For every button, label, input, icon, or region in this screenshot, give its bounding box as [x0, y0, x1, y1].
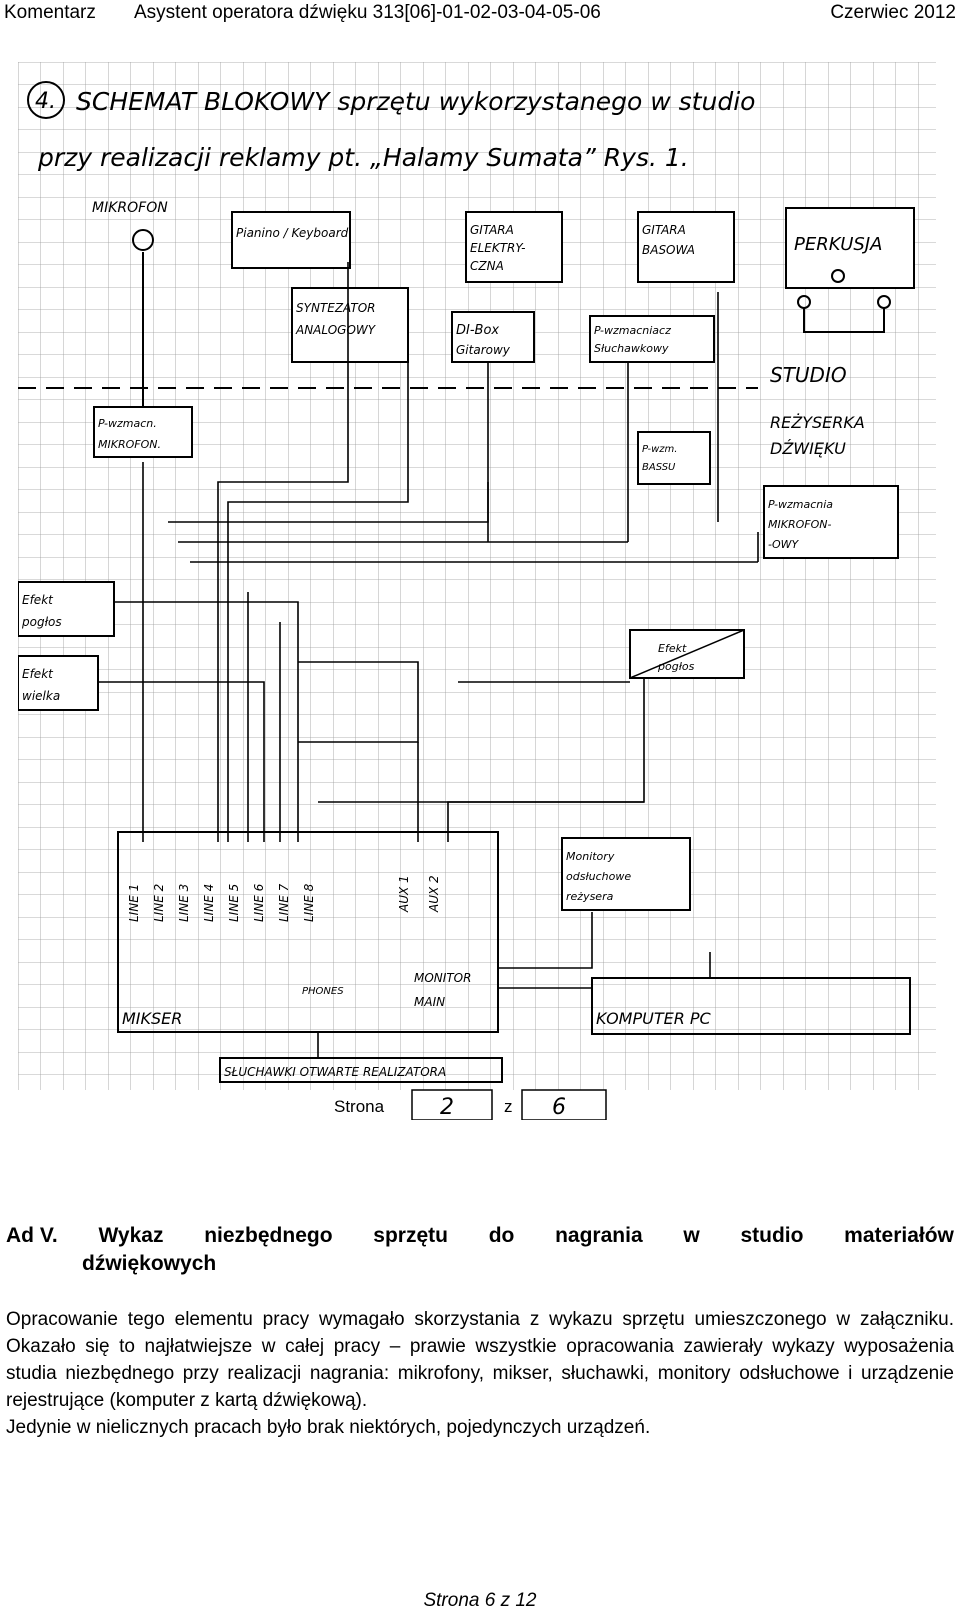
section-title-line2: dźwiękowych	[82, 1252, 217, 1275]
svg-text:Monitory: Monitory	[566, 850, 615, 863]
svg-text:LINE 1: LINE 1	[127, 884, 141, 922]
scan-page-total: 6	[552, 1095, 566, 1120]
svg-text:Efekt: Efekt	[22, 667, 54, 681]
effect-right-block: Efekt pogłos	[629, 629, 745, 679]
header-left: Komentarz	[4, 2, 96, 23]
mic-label: MIKROFON	[92, 200, 168, 216]
heading-word: sprzętu	[373, 1224, 448, 1247]
svg-text:-OWY: -OWY	[768, 538, 800, 551]
effect-reverb-block: Efekt pogłos	[18, 581, 115, 637]
scanned-block-diagram: 4. SCHEMAT BLOKOWY sprzętu wykorzystaneg…	[18, 62, 936, 1120]
svg-text:LINE 3: LINE 3	[177, 884, 191, 922]
svg-text:DŹWIĘKU: DŹWIĘKU	[770, 439, 846, 458]
svg-text:BASSU: BASSU	[642, 462, 676, 473]
monitors-block: Monitory odsłuchowe reżysera	[561, 837, 691, 911]
body-paragraph-1: Opracowanie tego elementu pracy wymagało…	[6, 1309, 954, 1411]
svg-text:PHONES: PHONES	[302, 986, 344, 997]
mixer-label: MIKSER	[122, 1009, 182, 1028]
scan-page-prefix: Strona	[334, 1097, 385, 1116]
svg-text:LINE 8: LINE 8	[302, 883, 316, 922]
studio-label: STUDIO	[770, 363, 847, 387]
heading-word: nagrania	[555, 1224, 643, 1247]
svg-text:BASOWA: BASOWA	[642, 243, 695, 257]
heading-word: studio	[740, 1224, 804, 1247]
diagram-title: 4. SCHEMAT BLOKOWY sprzętu wykorzystaneg…	[27, 81, 755, 172]
diagram-title-line1: SCHEMAT BLOKOWY sprzętu wykorzystanego w…	[76, 87, 755, 116]
svg-text:LINE 4: LINE 4	[202, 884, 216, 922]
headphone-amp-block: P-wzmacniacz Słuchawkowy	[589, 315, 715, 363]
mixer-block: MIKSER LINE 1 LINE 2 LINE 3 LINE 4 LINE …	[117, 831, 499, 1033]
heading-word: do	[488, 1224, 515, 1247]
mic-preamp-block: P-wzmacn. MIKROFON.	[93, 406, 193, 458]
scan-page-box: Strona 2 z 6	[18, 1089, 936, 1120]
svg-text:Efekt: Efekt	[658, 642, 687, 655]
heading-word: materiałów	[844, 1224, 954, 1247]
svg-text:DI-Box: DI-Box	[456, 323, 499, 338]
svg-text:P-wzm.: P-wzm.	[642, 444, 677, 455]
scan-page-number: 2	[440, 1095, 454, 1120]
svg-text:REŻYSERKA: REŻYSERKA	[770, 413, 865, 432]
svg-text:wielka: wielka	[22, 689, 60, 703]
svg-text:GITARA: GITARA	[642, 223, 686, 237]
section-number: Ad V.	[6, 1224, 58, 1247]
svg-text:reżysera: reżysera	[566, 890, 614, 903]
svg-text:P-wzmacniacz: P-wzmacniacz	[594, 324, 671, 337]
scan-page-of: z	[504, 1097, 513, 1116]
effect-second-block: Efekt wielka	[18, 655, 99, 711]
microphone-block: MIKROFON	[92, 200, 168, 407]
diagram-title-number: 4.	[35, 89, 56, 114]
svg-text:LINE 7: LINE 7	[277, 883, 291, 922]
svg-text:pogłos: pogłos	[21, 615, 62, 629]
percussion-block: PERKUSJA	[785, 207, 915, 333]
svg-text:CZNA: CZNA	[470, 259, 504, 273]
svg-text:Słuchawkowy: Słuchawkowy	[594, 342, 669, 355]
guitar-block: GITARA ELEKTRY- CZNA	[465, 211, 563, 283]
svg-text:ELEKTRY-: ELEKTRY-	[470, 241, 525, 255]
computer-block: KOMPUTER PC	[498, 912, 911, 1035]
right-mic-preamp-block: P-wzmacnia MIKROFON- -OWY	[763, 485, 899, 559]
svg-text:Efekt: Efekt	[22, 593, 54, 607]
page-header: Komentarz Asystent operatora dźwięku 313…	[0, 0, 960, 26]
svg-text:LINE 5: LINE 5	[227, 884, 241, 922]
heading-word: w	[683, 1224, 700, 1247]
svg-text:P-wzmacnia: P-wzmacnia	[768, 498, 833, 511]
headphones-label: SŁUCHAWKI OTWARTE REALIZATORA	[224, 1065, 446, 1079]
signal-wiring	[98, 262, 759, 842]
svg-text:MAIN: MAIN	[414, 995, 445, 1009]
bass-guitar-block: GITARA BASOWA	[637, 211, 735, 283]
svg-text:MONITOR: MONITOR	[414, 971, 471, 985]
svg-text:Gitarowy: Gitarowy	[456, 343, 511, 357]
section-heading: Ad V. Wykaz niezbędnego sprzętu do nagra…	[6, 1222, 954, 1278]
body-text: Opracowanie tego elementu pracy wymagało…	[6, 1306, 954, 1441]
keyboard-block: Pianino / Keyboard	[231, 211, 351, 269]
header-center: Asystent operatora dźwięku 313[06]-01-02…	[134, 2, 601, 23]
svg-text:LINE 6: LINE 6	[252, 883, 266, 922]
page-footer: Strona 6 z 12	[423, 1590, 537, 1611]
headphones-block: SŁUCHAWKI OTWARTE REALIZATORA	[219, 1032, 503, 1083]
svg-text:P-wzmacn.: P-wzmacn.	[98, 417, 157, 430]
svg-text:ANALOGOWY: ANALOGOWY	[295, 323, 377, 337]
di-box-block: DI-Box Gitarowy	[451, 311, 535, 363]
svg-text:pogłos: pogłos	[657, 660, 695, 673]
heading-word: niezbędnego	[204, 1224, 333, 1247]
svg-text:MIKROFON.: MIKROFON.	[98, 438, 161, 451]
computer-label: KOMPUTER PC	[596, 1009, 712, 1028]
svg-text:MIKROFON-: MIKROFON-	[768, 518, 831, 531]
svg-text:LINE 2: LINE 2	[152, 884, 166, 922]
heading-word: Wykaz	[98, 1224, 164, 1247]
svg-text:AUX 1: AUX 1	[397, 875, 411, 913]
body-paragraph-2: Jedynie w nielicznych pracach było brak …	[6, 1417, 651, 1438]
svg-text:odsłuchowe: odsłuchowe	[566, 870, 631, 883]
synth-block: SYNTEZATOR ANALOGOWY	[291, 287, 409, 363]
keyboard-label: Pianino / Keyboard	[236, 226, 349, 240]
header-right: Czerwiec 2012	[830, 2, 956, 23]
svg-text:GITARA: GITARA	[470, 223, 514, 237]
svg-text:AUX 2: AUX 2	[427, 875, 441, 913]
bass-preamp-block: P-wzm. BASSU	[637, 431, 711, 485]
svg-text:SYNTEZATOR: SYNTEZATOR	[296, 301, 376, 315]
diagram-title-line2: przy realizacji reklamy pt. „Halamy Suma…	[37, 143, 689, 172]
percussion-label: PERKUSJA	[794, 234, 882, 255]
